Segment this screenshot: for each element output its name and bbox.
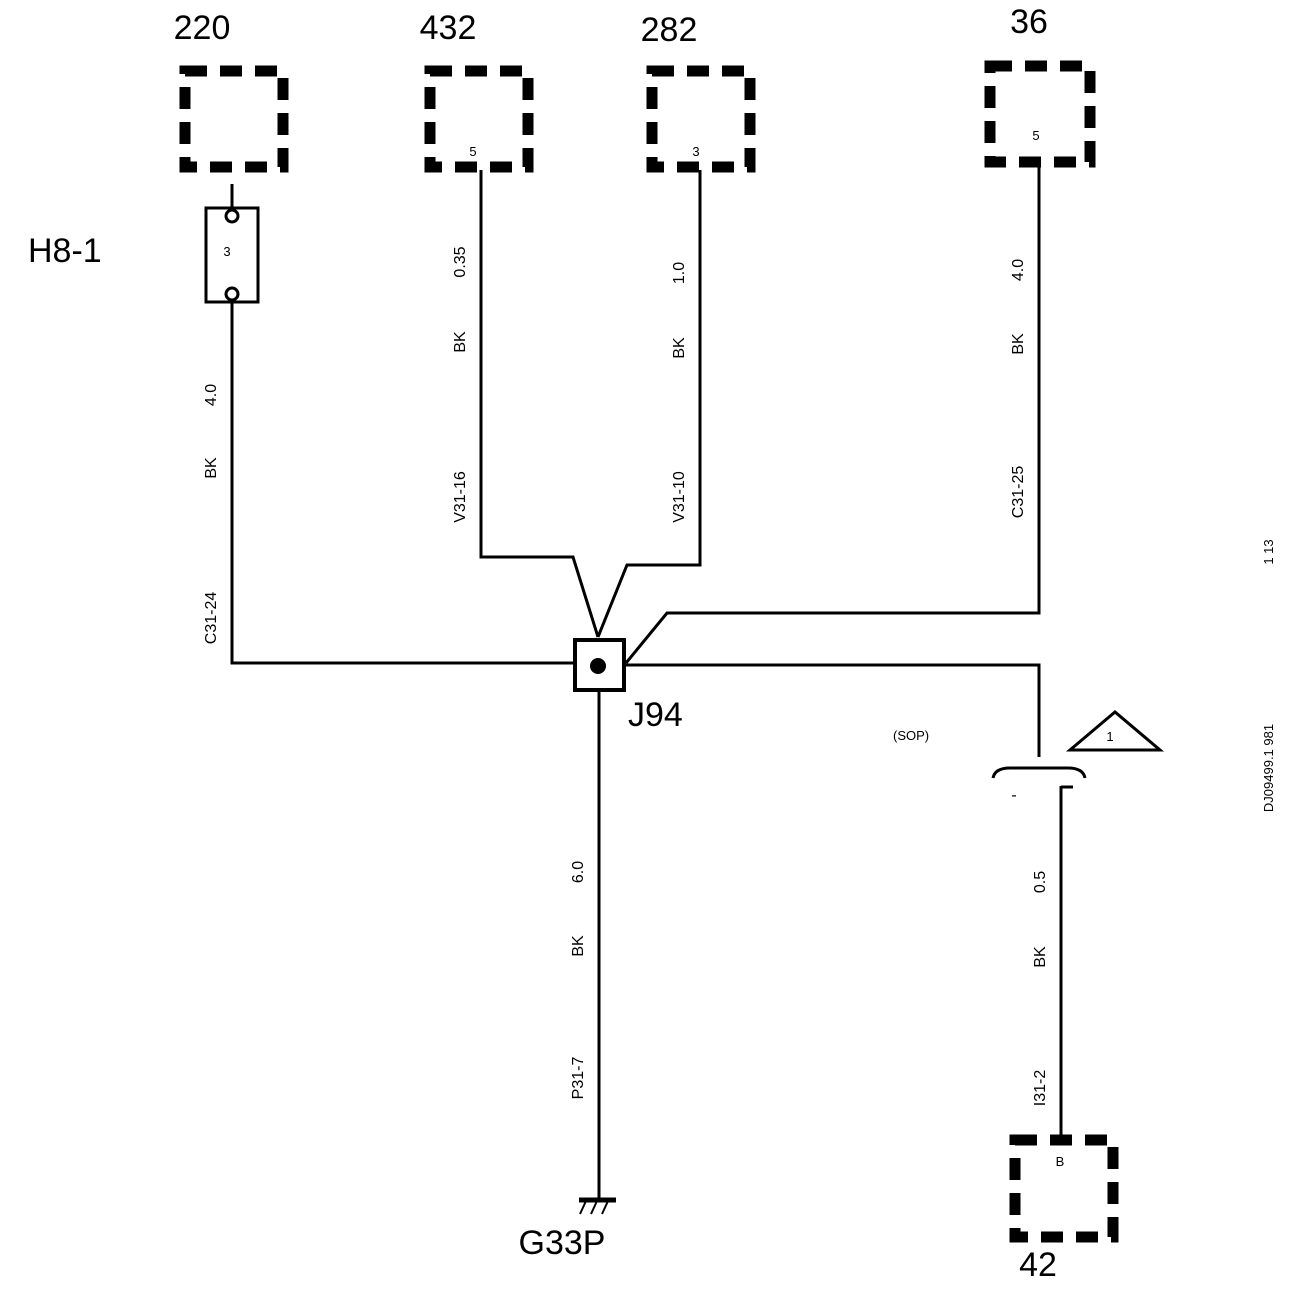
sop-connector: (SOP) - bbox=[893, 728, 1087, 804]
svg-text:C31-24: C31-24 bbox=[203, 592, 220, 645]
wire-c31-24: 4.0 BK C31-24 bbox=[203, 300, 575, 665]
wire-to-sop bbox=[626, 663, 1041, 757]
wire-c31-25: 4.0 BK C31-25 bbox=[624, 165, 1041, 664]
sop-label: (SOP) bbox=[893, 728, 929, 743]
fuse-number: 3 bbox=[223, 244, 230, 259]
note-triangle: 1 bbox=[1065, 710, 1165, 752]
svg-text:V31-10: V31-10 bbox=[671, 471, 688, 523]
svg-text:P31-7: P31-7 bbox=[570, 1057, 587, 1100]
svg-text:6.0: 6.0 bbox=[570, 861, 587, 883]
splice-label: J94 bbox=[628, 696, 683, 734]
component-42-pin: B bbox=[1056, 1154, 1065, 1169]
component-282-pin: 3 bbox=[692, 144, 699, 159]
ground-label: G33P bbox=[519, 1224, 606, 1262]
svg-text:BK: BK bbox=[570, 935, 587, 957]
component-432: 432 5 bbox=[420, 9, 534, 173]
svg-text:BK: BK bbox=[671, 337, 688, 359]
svg-text:0.35: 0.35 bbox=[452, 246, 469, 277]
svg-text:0.5: 0.5 bbox=[1032, 871, 1049, 893]
wire-i31-2: 0.5 BK I31-2 bbox=[1032, 786, 1063, 1138]
sop-minus-pin: - bbox=[1011, 787, 1016, 804]
splice-j94: J94 bbox=[573, 638, 683, 734]
component-36-pin: 5 bbox=[1032, 128, 1039, 143]
component-36-label: 36 bbox=[1010, 3, 1048, 41]
wire-v31-10: 1.0 BK V31-10 bbox=[596, 170, 702, 638]
note-triangle-number: 1 bbox=[1106, 729, 1113, 744]
component-220-label: 220 bbox=[174, 9, 231, 47]
svg-text:I31-2: I31-2 bbox=[1032, 1070, 1049, 1107]
component-42-label: 42 bbox=[1019, 1246, 1057, 1284]
component-282-label: 282 bbox=[641, 11, 698, 49]
ground-g33p: G33P bbox=[519, 1197, 616, 1262]
svg-text:BK: BK bbox=[1032, 946, 1049, 968]
component-282: 282 3 bbox=[641, 11, 756, 173]
document-id: DJ09499.1 981 bbox=[1261, 724, 1276, 812]
component-432-label: 432 bbox=[420, 9, 477, 47]
wire-v31-16: 0.35 BK V31-16 bbox=[452, 170, 600, 638]
component-42: 42 B bbox=[1009, 1134, 1119, 1284]
svg-text:4.0: 4.0 bbox=[203, 384, 220, 406]
svg-text:4.0: 4.0 bbox=[1010, 259, 1027, 281]
page-number: 1 13 bbox=[1261, 539, 1276, 564]
wire-p31-7: 6.0 BK P31-7 bbox=[570, 690, 601, 1198]
svg-text:V31-16: V31-16 bbox=[452, 471, 469, 523]
component-220: 220 bbox=[174, 9, 289, 173]
svg-text:BK: BK bbox=[203, 457, 220, 479]
fuse-ref-label: H8-1 bbox=[28, 232, 102, 270]
component-432-pin: 5 bbox=[469, 144, 476, 159]
fuse-h8-1: H8-1 3 bbox=[28, 184, 260, 304]
component-36: 36 5 bbox=[984, 3, 1096, 168]
svg-text:1.0: 1.0 bbox=[671, 262, 688, 284]
svg-text:C31-25: C31-25 bbox=[1010, 466, 1027, 519]
svg-text:BK: BK bbox=[1010, 333, 1027, 355]
svg-text:BK: BK bbox=[452, 331, 469, 353]
